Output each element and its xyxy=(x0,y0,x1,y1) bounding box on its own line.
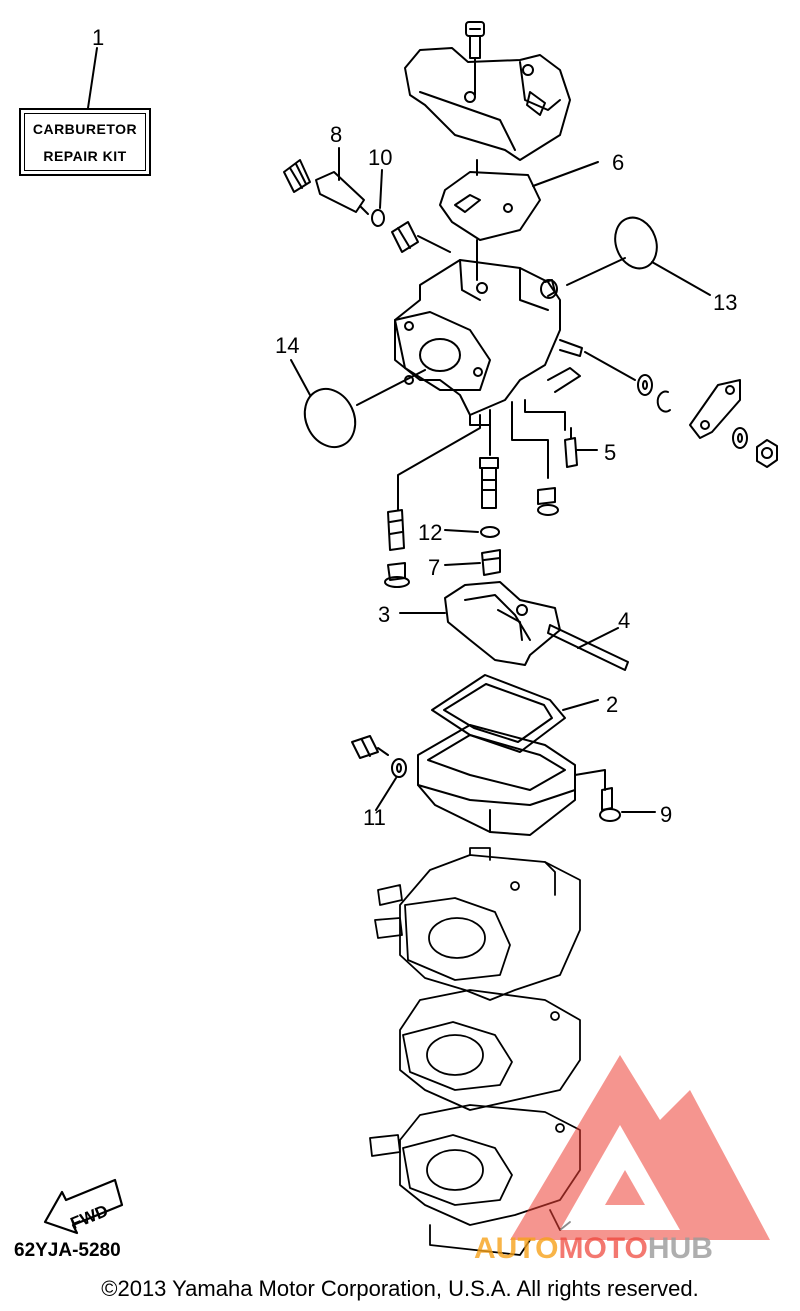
kit-label-line1: CARBURETOR xyxy=(32,121,138,137)
bowl-gasket xyxy=(431,674,566,753)
leader-6 xyxy=(532,161,599,187)
main-nozzle xyxy=(479,457,499,509)
drain-screw xyxy=(537,487,559,516)
carburetor-body xyxy=(394,259,583,426)
bowl-screw xyxy=(599,787,621,822)
o-ring-13 xyxy=(614,216,658,270)
pilot-screw xyxy=(283,147,369,215)
leader-1 xyxy=(87,47,98,109)
drain-plug xyxy=(351,735,407,778)
watermark-part-auto: AUTO xyxy=(474,1232,558,1265)
callout-1: 1 xyxy=(92,25,104,50)
leader-4 xyxy=(577,627,619,649)
callout-2: 2 xyxy=(606,692,618,717)
bracket-screw xyxy=(465,21,485,96)
callout-10: 10 xyxy=(368,145,392,170)
float-bowl xyxy=(417,724,606,836)
watermark-part-moto: MOTO xyxy=(558,1232,647,1265)
watermark-text: AUTOMOTOHUB xyxy=(474,1232,713,1265)
repair-kit-label: CARBURETOR REPAIR KIT xyxy=(19,108,151,176)
callout-8: 8 xyxy=(330,122,342,147)
bracket-gasket xyxy=(439,159,541,281)
float-pin xyxy=(547,624,629,671)
needle-valve xyxy=(564,427,598,468)
callout-5: 5 xyxy=(604,440,616,465)
leader-14b xyxy=(356,369,426,406)
callout-9: 9 xyxy=(660,802,672,827)
fwd-arrow-icon xyxy=(43,1178,124,1235)
throttle-linkage xyxy=(584,351,778,468)
main-jet xyxy=(481,549,501,576)
callout-13: 13 xyxy=(713,290,737,315)
callout-3: 3 xyxy=(378,602,390,627)
leader-12 xyxy=(444,529,479,533)
callout-7: 7 xyxy=(428,555,440,580)
leader-14 xyxy=(290,359,311,396)
fwd-label: FWD xyxy=(68,1201,111,1233)
watermark-logo-icon xyxy=(510,1055,770,1240)
plug xyxy=(384,562,410,588)
diagram-code: 62YJA-5280 xyxy=(14,1240,121,1261)
leader-11 xyxy=(375,777,397,811)
kit-label-line2: REPAIR KIT xyxy=(43,148,127,164)
o-ring-14 xyxy=(303,387,357,449)
pilot-jet xyxy=(387,509,405,551)
throttle-spring xyxy=(391,221,451,253)
o-ring-12 xyxy=(480,526,500,538)
bracket-line-a xyxy=(524,399,566,431)
watermark-part-hub: HUB xyxy=(648,1232,713,1265)
leader-13b xyxy=(651,261,711,296)
callout-11: 11 xyxy=(363,805,386,830)
top-bracket xyxy=(404,47,571,161)
float xyxy=(444,581,561,666)
bracket-line-b xyxy=(511,401,549,479)
o-ring-10 xyxy=(371,169,385,227)
callout-6: 6 xyxy=(612,150,624,175)
callout-14: 14 xyxy=(275,333,299,358)
callout-4: 4 xyxy=(618,608,630,633)
copyright-notice: ©2013 Yamaha Motor Corporation, U.S.A. A… xyxy=(101,1276,699,1301)
leader-13 xyxy=(566,257,626,286)
bracket-line-c xyxy=(397,414,481,511)
callout-12: 12 xyxy=(418,520,442,545)
leader-7 xyxy=(444,562,481,566)
leader-2 xyxy=(562,699,599,711)
